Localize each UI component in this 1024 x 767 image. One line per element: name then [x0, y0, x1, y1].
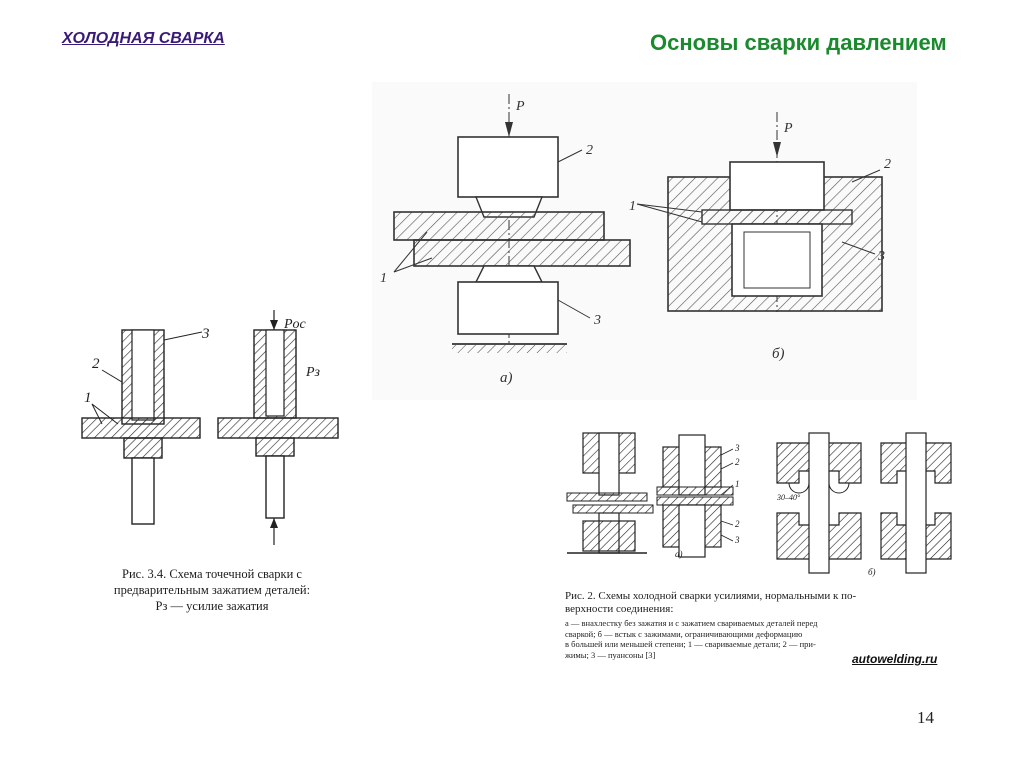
caption-2-line2: верхности соединения:: [565, 603, 674, 615]
fig2-callout-2-top: 2: [735, 457, 740, 467]
callout-2-a: 2: [586, 143, 593, 158]
fig2-callout-2-bottom: 2: [735, 519, 740, 529]
caption-2-line1: Рис. 2. Схемы холодной сварки усилиями, …: [565, 590, 857, 602]
legend-2-line4: жимы; 3 — пуансоны [3]: [565, 649, 656, 660]
sub-label-a: а): [500, 370, 513, 386]
scheme-b-die-weld: [636, 112, 883, 312]
legend-2-line2: сваркой; б — встык с зажимами, ограничив…: [565, 628, 803, 639]
fig2-scheme-clamp: [656, 434, 734, 558]
fig2-sub-a: а): [675, 549, 683, 559]
caption-34-line1: Рис. 3.4. Схема точечной сварки с: [122, 567, 302, 581]
fig2-callout-3-top: 3: [734, 443, 740, 453]
callout-3-a: 3: [593, 313, 601, 328]
legend-2-line3: в большей или меньшей степени; 1 — свари…: [565, 639, 816, 649]
fig2-scheme-butt-2: [880, 432, 952, 574]
force-label-pz: Pз: [305, 365, 321, 380]
fig2-scheme-butt-1: [776, 432, 862, 574]
force-label-b: P: [783, 121, 793, 136]
callout-1-a: 1: [380, 271, 387, 286]
fig2-sub-b: б): [868, 567, 876, 577]
caption-34-line2: предварительным зажатием деталей:: [113, 583, 311, 597]
force-label-a: P: [515, 99, 525, 114]
callout-3-34: 3: [201, 326, 210, 342]
fig2-angle-label: 30–40°: [776, 493, 801, 502]
fig2-scheme-punch: [566, 432, 654, 554]
spot-weld-left: [81, 329, 203, 525]
fig2-callout-1: 1: [735, 479, 740, 489]
page-number: 14: [917, 708, 934, 727]
sub-label-b: б): [772, 346, 785, 362]
callout-3-b: 3: [877, 249, 885, 264]
figure-2-legend: а — внахлестку без зажатия и с зажатием …: [565, 618, 960, 660]
figure-2-caption: Рис. 2. Схемы холодной сварки усилиями, …: [565, 590, 960, 616]
slide-title-left: ХОЛОДНАЯ СВАРКА: [62, 30, 225, 47]
figure-2-drawing: 3 2 1 2 3 а) 30–40° б): [566, 432, 952, 577]
fig2-callout-3-bottom: 3: [734, 535, 740, 545]
slide-title-right: Основы сварки давлением: [650, 30, 947, 55]
legend-2-line1: а — внахлестку без зажатия и с зажатием …: [565, 618, 818, 628]
spot-weld-right: [217, 310, 339, 545]
scheme-a-lap-weld: [393, 94, 631, 353]
source-watermark: autowelding.ru: [852, 652, 938, 666]
callout-1-b: 1: [629, 199, 636, 214]
callout-1-34: 1: [84, 390, 92, 406]
callout-2-34: 2: [92, 356, 100, 372]
figure-ab-drawing: P 2 1 3 а) P 2 1 3 б): [372, 82, 917, 400]
callout-2-b: 2: [884, 157, 891, 172]
figure-34-drawing: 3 2 1 Pос Pз: [81, 310, 339, 545]
force-label-poc: Pос: [283, 317, 307, 332]
caption-34-line3: Pз — усилие зажатия: [155, 599, 269, 613]
figure-34-caption: Рис. 3.4. Схема точечной сварки с предва…: [62, 566, 362, 614]
